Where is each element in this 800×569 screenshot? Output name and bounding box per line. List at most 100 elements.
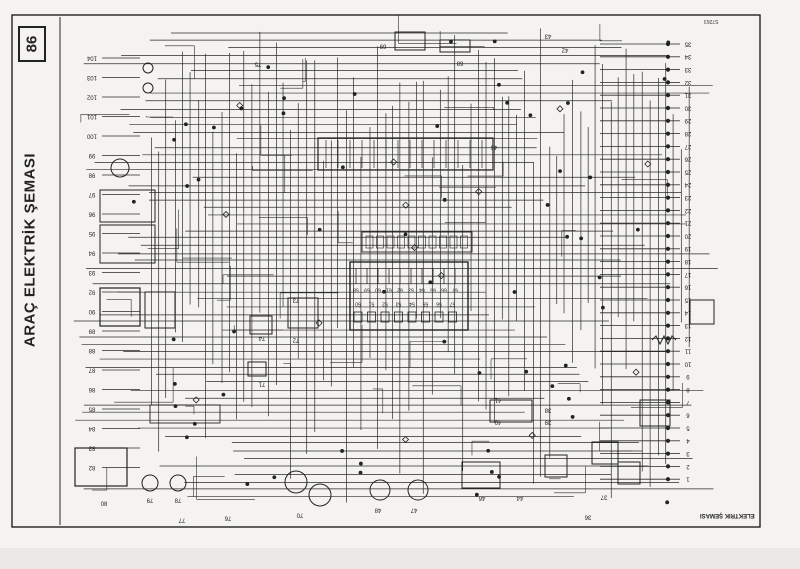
junction-dot [492,39,497,44]
right-callout-label: 3 [686,450,690,456]
top-callout-label: 45 [490,143,497,149]
left-callout-label: 87 [88,366,95,372]
right-callout-label: 14 [684,309,691,315]
lamp-component [142,62,154,74]
junction-dot [172,381,177,386]
bottom-callout-label: 40 [494,418,501,424]
junction-diamond [402,201,410,209]
junction-diamond [528,431,536,439]
junction-dot [665,500,670,505]
connector-pin-cell [448,311,457,323]
right-callout-label: 4 [686,437,690,443]
connector-pin-bottom: 66 [441,287,447,293]
junction-dot [184,435,189,440]
bottom-callout-label: 79 [146,496,153,502]
junction-diamond [390,158,398,166]
junction-diamond [222,210,230,219]
connector-strip [149,404,221,424]
top-callout-label: 42 [561,46,568,52]
footer-label: ELEKTRİK ŞEMASI [700,512,755,518]
connector-pin-cell [421,311,430,323]
junction-dot [173,404,178,409]
connector-pin-cell [407,311,417,323]
bottom-callout-label: 74 [258,334,265,340]
bottom-callout-label: 72 [292,336,299,342]
junction-dot [635,227,640,232]
junction-dot [524,369,529,374]
junction-dot [131,199,136,204]
right-callout-label: 22 [684,207,691,213]
junction-dot [382,289,386,294]
connector-pin-top: 56 [436,301,442,307]
left-callout-label: 92 [88,288,95,294]
left-callout-label: 100 [86,132,97,138]
component-37 [591,441,619,465]
junction-dot [192,421,197,426]
connector-pin-top: 53 [396,301,402,307]
connector-pin-bottom: 64 [419,287,425,293]
junction-dot [662,77,667,81]
left-callout-label: 88 [88,347,95,353]
fuse-cell [460,235,468,249]
junction-dot [512,290,517,294]
junction-dot [183,122,188,127]
right-callout-label: 35 [684,40,691,46]
connector-pin-cell [380,311,390,323]
left-callout-label: 82 [88,464,95,470]
junction-dot [566,101,570,105]
right-callout-label: 27 [684,143,691,149]
connector-68 [439,39,471,53]
right-callout-label: 23 [684,194,691,200]
bottom-callout-label: 41 [494,396,501,402]
lamp-78 [169,474,187,492]
bottom-callout-label: 77 [178,516,185,522]
socket-47 [407,479,429,501]
junction-dot [666,40,671,45]
right-callout-label: 33 [684,66,691,72]
right-callout-label: 15 [684,296,691,302]
right-callout-label: 16 [684,284,691,290]
junction-dot [352,92,357,96]
left-callout-label: 103 [86,74,97,80]
component-5 [617,461,641,485]
junction-dot [449,39,453,44]
junction-dot [588,175,593,180]
switch-module-90 [99,287,141,327]
right-callout-label: 34 [684,53,691,59]
junction-diamond [644,160,652,168]
connector-pin-bottom: 60 [375,287,381,293]
connector-pin-cell [394,311,403,323]
junction-dot [497,474,501,479]
right-callout-label: 11 [684,348,691,354]
relay-block-93 [99,189,156,223]
fuse-cell [428,235,437,249]
central-connector [349,261,469,331]
motor-70 [284,470,308,494]
right-callout-label: 12 [684,335,691,341]
connector-pin-top: 54 [409,301,415,307]
right-callout-label: 17 [684,271,691,277]
junction-dot [565,234,570,239]
junction-dot [221,392,226,397]
title-strip: ARAÇ ELEKTRİK ŞEMASI [10,20,50,540]
junction-dot [358,461,363,466]
bottom-callout-label: 48 [374,506,381,512]
connector-pin-bottom: 59 [364,287,370,293]
junction-dot [428,280,433,285]
junction-dot [505,100,510,105]
bottom-callout-label: 36 [584,513,591,519]
junction-dot [477,371,482,375]
bottom-callout-label: 46 [478,494,485,500]
top-callout-label: 69 [379,42,386,48]
page-number-box: 86 [18,26,46,62]
relay-69 [394,31,426,51]
left-callout-label: 99 [88,152,95,158]
right-callout-label: 18 [684,258,691,264]
resistor-12 [651,334,677,346]
bottom-callout-label: 38 [544,406,551,412]
junction-dot [245,482,250,486]
right-callout-label: 6 [686,412,690,418]
fuse-cell [386,235,395,249]
junction-dot [232,329,236,334]
